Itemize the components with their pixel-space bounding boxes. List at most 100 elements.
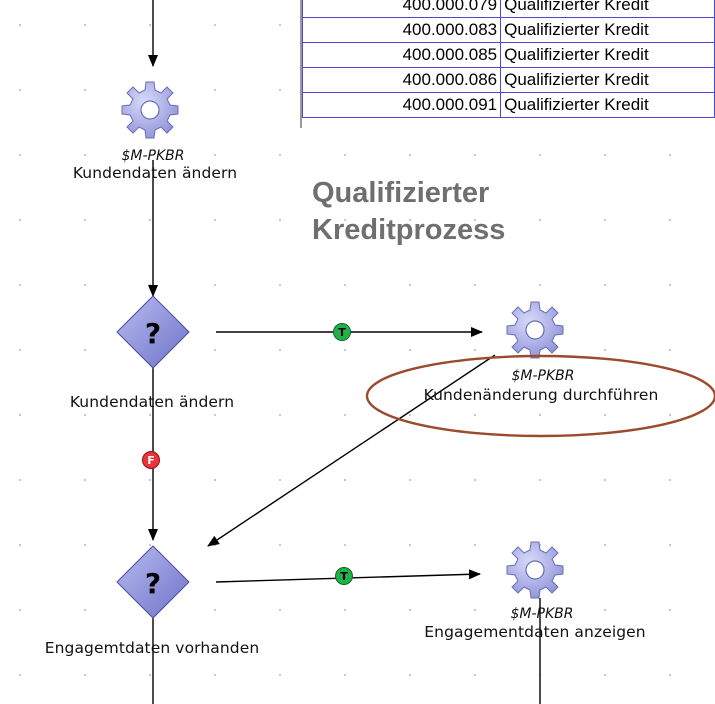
title-line2: Kreditprozess	[312, 214, 506, 246]
grid-dot	[214, 349, 216, 351]
edge-task2-to-decision2[interactable]	[207, 354, 496, 547]
table-row[interactable]: 400.000.085 Qualifizierter Kredit	[301, 42, 715, 68]
grid-dot	[409, 349, 411, 351]
grid-dot	[474, 219, 476, 221]
task2-gear-icon[interactable]	[506, 301, 564, 359]
grid-dot	[19, 219, 21, 221]
grid-dot	[84, 479, 86, 481]
grid-dot	[19, 609, 21, 611]
grid-dot	[149, 24, 151, 26]
grid-dot	[669, 674, 671, 676]
grid-dot	[279, 414, 281, 416]
grid-dot	[474, 674, 476, 676]
grid-dot	[149, 544, 151, 546]
grid-dot	[19, 89, 21, 91]
table-row[interactable]: 400.000.091 Qualifizierter Kredit	[301, 92, 715, 118]
grid-dot	[149, 414, 151, 416]
decision1-symbol: ?	[145, 317, 161, 350]
grid-dot	[604, 219, 606, 221]
decision2-symbol: ?	[145, 567, 161, 600]
grid-dot	[344, 154, 346, 156]
task2-label: Kundenänderung durchführen	[423, 386, 659, 404]
task1-tag: $M-PKBR	[121, 148, 185, 164]
process-id-cell: 400.000.086	[301, 67, 502, 93]
grid-dot	[19, 24, 21, 26]
grid-dot	[539, 284, 541, 286]
decision2-label: Engagemtdaten vorhanden	[44, 639, 260, 657]
grid-dot	[214, 89, 216, 91]
grid-dot	[84, 349, 86, 351]
grid-dot	[604, 544, 606, 546]
grid-dot	[409, 479, 411, 481]
process-id-cell: 400.000.085	[301, 42, 502, 68]
process-desc-cell: Qualifizierter Kredit	[500, 92, 715, 118]
process-desc-cell: Qualifizierter Kredit	[500, 17, 715, 43]
grid-dot	[279, 609, 281, 611]
grid-dot	[149, 154, 151, 156]
grid-dot	[279, 219, 281, 221]
table-row[interactable]: 400.000.079 Qualifizierter Kredit	[301, 0, 715, 18]
grid-dot	[474, 349, 476, 351]
decision1-diamond-icon[interactable]: ?	[116, 295, 190, 369]
grid-dot	[604, 414, 606, 416]
task3-label: Engagementdaten anzeigen	[424, 623, 646, 641]
grid-dot	[409, 219, 411, 221]
grid-dot	[279, 154, 281, 156]
edges	[148, 0, 541, 704]
grid-dot	[409, 154, 411, 156]
grid-dot	[84, 544, 86, 546]
table-row[interactable]: 400.000.086 Qualifizierter Kredit	[301, 67, 715, 93]
grid-dot	[84, 609, 86, 611]
grid-dot	[474, 479, 476, 481]
highlight-ellipse	[365, 354, 715, 438]
process-id-cell: 400.000.091	[301, 92, 502, 118]
grid-dot	[409, 674, 411, 676]
grid-dot	[279, 284, 281, 286]
grid-dot	[669, 349, 671, 351]
task3-gear-icon[interactable]	[506, 541, 564, 599]
grid-dot	[149, 284, 151, 286]
grid-dot	[19, 414, 21, 416]
grid-dot	[214, 479, 216, 481]
grid-dot	[474, 154, 476, 156]
grid-dot	[539, 154, 541, 156]
grid-dot	[214, 609, 216, 611]
table-row[interactable]: 400.000.083 Qualifizierter Kredit	[301, 17, 715, 43]
grid-dot	[279, 349, 281, 351]
grid-dot	[214, 414, 216, 416]
grid-dot	[669, 609, 671, 611]
title-line1: Qualifizierter	[312, 177, 490, 209]
grid-dot	[474, 284, 476, 286]
grid-dot	[214, 154, 216, 156]
grid-dot	[604, 609, 606, 611]
grid-dot	[214, 24, 216, 26]
grid-dot	[279, 479, 281, 481]
grid-dot	[409, 414, 411, 416]
grid-dot	[604, 674, 606, 676]
task1-label: Kundendaten ändern	[72, 164, 238, 182]
task1-gear-icon[interactable]	[121, 81, 179, 139]
process-id-grid: 400.000.079 Qualifizierter Kredit 400.00…	[301, 0, 715, 118]
task2-tag: $M-PKBR	[511, 368, 575, 384]
grid-dot	[149, 674, 151, 676]
grid-dots	[19, 24, 671, 676]
grid-dot	[149, 219, 151, 221]
process-id-cell: 400.000.079	[301, 0, 502, 18]
decision2-diamond-icon[interactable]: ?	[116, 545, 190, 619]
grid-dot	[84, 284, 86, 286]
grid-dot	[604, 479, 606, 481]
grid-dot	[669, 154, 671, 156]
grid-dot	[84, 24, 86, 26]
grid-dot	[84, 219, 86, 221]
grid-dot	[19, 479, 21, 481]
grid-dot	[344, 219, 346, 221]
grid-dot	[604, 284, 606, 286]
grid-dot	[669, 219, 671, 221]
grid-dot	[214, 674, 216, 676]
grid-dot	[604, 154, 606, 156]
grid-dot	[84, 414, 86, 416]
process-id-cell: 400.000.083	[301, 17, 502, 43]
grid-dot	[539, 219, 541, 221]
grid-dot	[409, 544, 411, 546]
grid-dot	[539, 479, 541, 481]
